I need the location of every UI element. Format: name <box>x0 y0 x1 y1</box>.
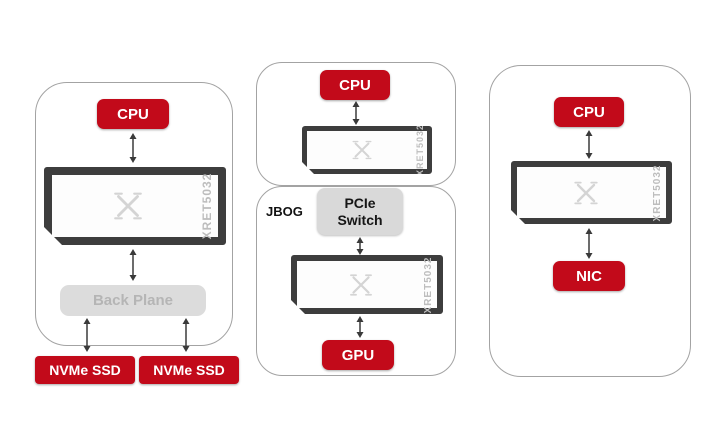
pcie-switch-block: PCIe Switch <box>317 188 403 235</box>
retimer-chip-left: XRET5032 <box>44 167 226 245</box>
cpu-block-left: CPU <box>97 99 169 129</box>
retimer-chip-right: XRET5032 <box>511 161 672 224</box>
double-arrow <box>180 318 192 357</box>
double-arrow <box>81 318 93 357</box>
chip-label: XRET5032 <box>423 256 434 313</box>
jbog-label: JBOG <box>266 204 303 219</box>
cpu-block-middle: CPU <box>320 70 390 100</box>
double-arrow <box>350 101 362 130</box>
chip-label: XRET5032 <box>200 172 214 240</box>
chip-label: XRET5032 <box>652 164 663 221</box>
cpu-block-right: CPU <box>554 97 624 127</box>
retimer-chip-middle-bottom: XRET5032 <box>291 255 443 314</box>
chip-logo-icon <box>570 177 602 209</box>
retimer-chip-middle-top: XRET5032 <box>302 126 432 174</box>
double-arrow <box>354 316 366 343</box>
double-arrow <box>127 249 139 286</box>
nic-block: NIC <box>553 261 625 291</box>
double-arrow <box>583 130 595 164</box>
double-arrow <box>127 133 139 168</box>
gpu-block: GPU <box>322 340 394 370</box>
double-arrow <box>354 237 366 260</box>
chip-logo-icon <box>346 270 376 300</box>
chip-label: XRET5032 <box>415 123 425 177</box>
backplane-block: Back Plane <box>60 285 206 316</box>
nvme-ssd-block-right: NVMe SSD <box>139 356 239 384</box>
nvme-ssd-block-left: NVMe SSD <box>35 356 135 384</box>
chip-logo-icon <box>109 187 147 225</box>
chip-logo-icon <box>349 137 375 163</box>
double-arrow <box>583 228 595 264</box>
